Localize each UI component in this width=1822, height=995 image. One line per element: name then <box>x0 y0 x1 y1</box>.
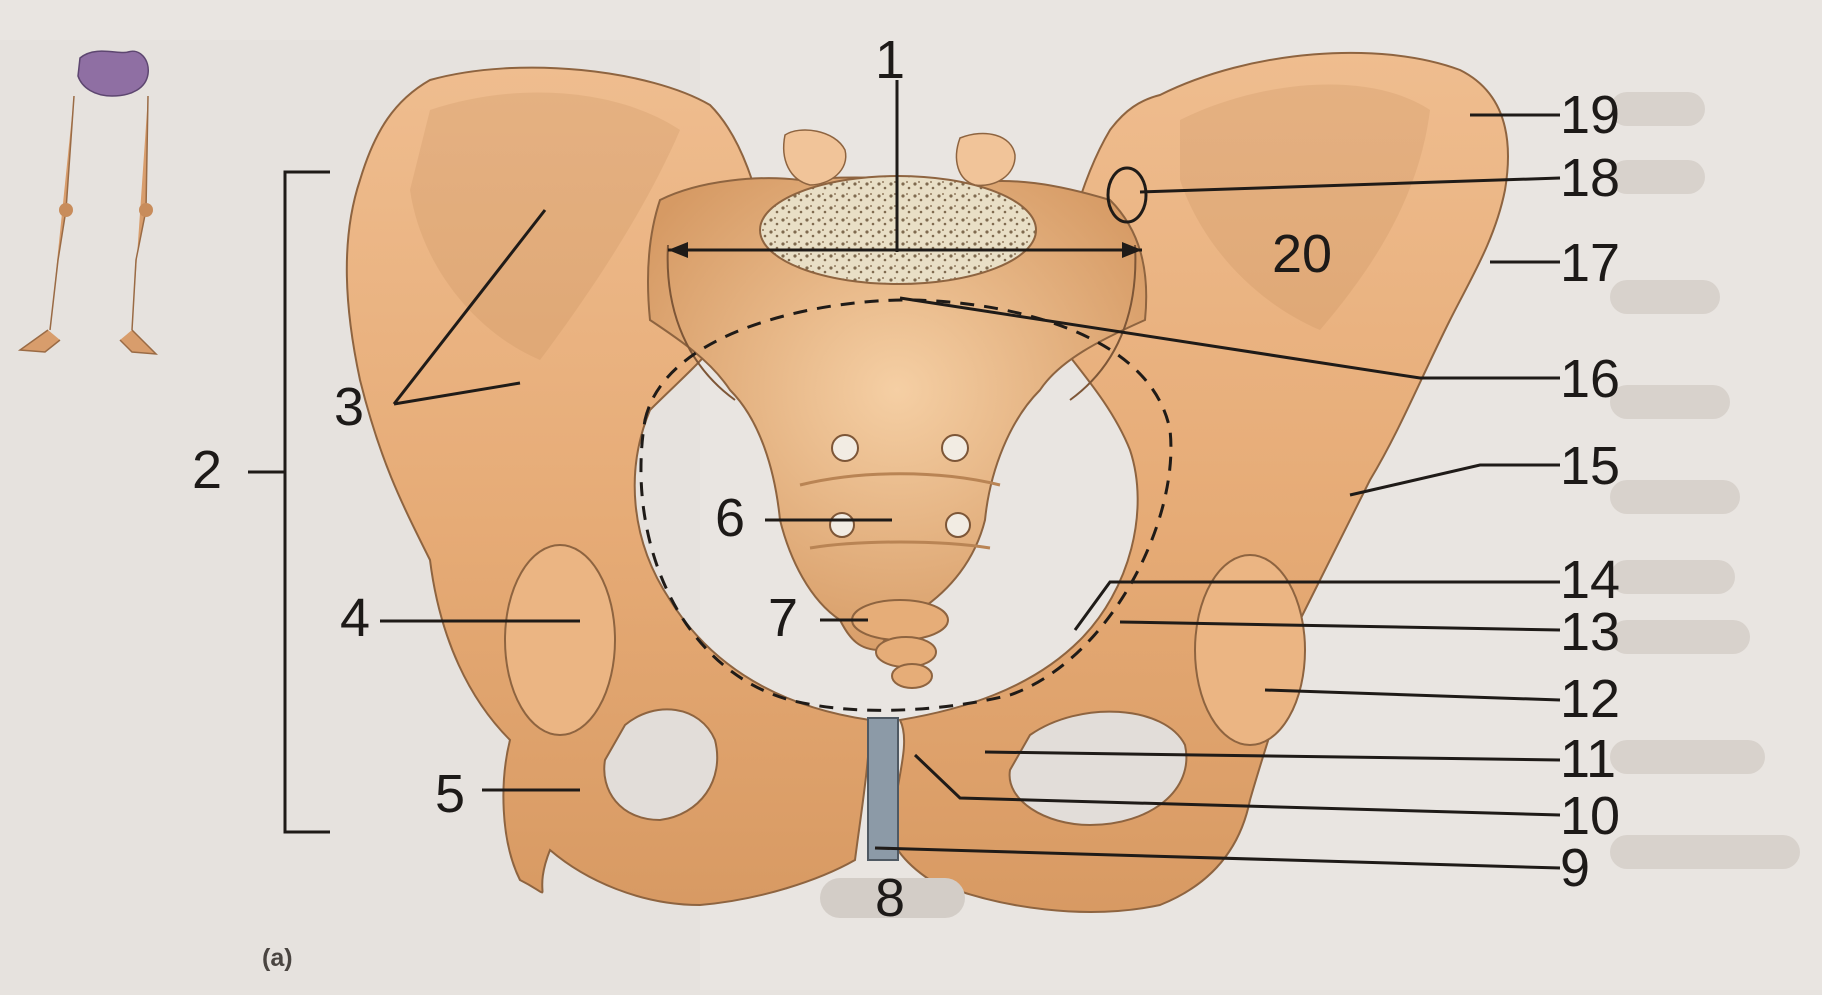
right-hip-bone <box>888 51 1509 913</box>
label-9: 9 <box>1560 838 1590 898</box>
label-pad <box>820 878 965 918</box>
sacral-foramen <box>831 434 859 462</box>
pelvis-illustration <box>345 51 1800 918</box>
panel-label: (a) <box>262 944 293 972</box>
label-pad <box>1610 92 1705 126</box>
label-pad <box>1610 620 1750 654</box>
label-3: 3 <box>334 377 364 437</box>
label-pad <box>1610 835 1800 869</box>
label-7: 7 <box>768 588 798 648</box>
label-14: 14 <box>1560 550 1620 610</box>
sacral-foramen <box>941 434 969 462</box>
label-6: 6 <box>715 488 745 548</box>
left-superior-articular-process <box>783 129 847 186</box>
left-acetabulum <box>504 544 616 736</box>
label-pad <box>1610 560 1735 594</box>
label-10: 10 <box>1560 786 1620 846</box>
label-12: 12 <box>1560 669 1620 729</box>
label-pad <box>1610 160 1705 194</box>
pelvic-brim-outline <box>639 298 1173 712</box>
leader-lines <box>248 80 1561 870</box>
label-4: 4 <box>340 588 370 648</box>
label-pad <box>1610 480 1740 514</box>
label-17: 17 <box>1560 233 1620 293</box>
posterior-superior-iliac-spine-marker <box>1106 166 1148 224</box>
full-skeleton-lower-limb-icon <box>17 50 158 355</box>
label-16: 16 <box>1560 349 1620 409</box>
label-15: 15 <box>1560 436 1620 496</box>
left-obturator-foramen <box>603 708 719 822</box>
label-19: 19 <box>1560 85 1620 145</box>
coccyx <box>851 599 949 689</box>
label-pad <box>1610 740 1765 774</box>
right-obturator-foramen <box>1008 710 1188 827</box>
right-acetabulum <box>1194 554 1306 746</box>
label-5: 5 <box>435 764 465 824</box>
label-8: 8 <box>875 868 905 928</box>
label-13: 13 <box>1560 602 1620 662</box>
label-18: 18 <box>1560 148 1620 208</box>
sacral-foramen <box>945 512 971 538</box>
label-pad <box>1610 280 1720 314</box>
pubic-symphysis <box>867 717 899 861</box>
right-superior-articular-process <box>955 132 1016 187</box>
diagram-labels: 1 2 3 4 5 6 7 8 9 10 11 12 13 14 15 16 1… <box>192 30 1620 972</box>
label-11: 11 <box>1560 729 1616 789</box>
label-1: 1 <box>875 30 905 90</box>
label-2: 2 <box>192 440 222 500</box>
label-pad <box>1610 385 1730 419</box>
label-20: 20 <box>1272 224 1332 284</box>
sacral-foramen <box>829 512 855 538</box>
